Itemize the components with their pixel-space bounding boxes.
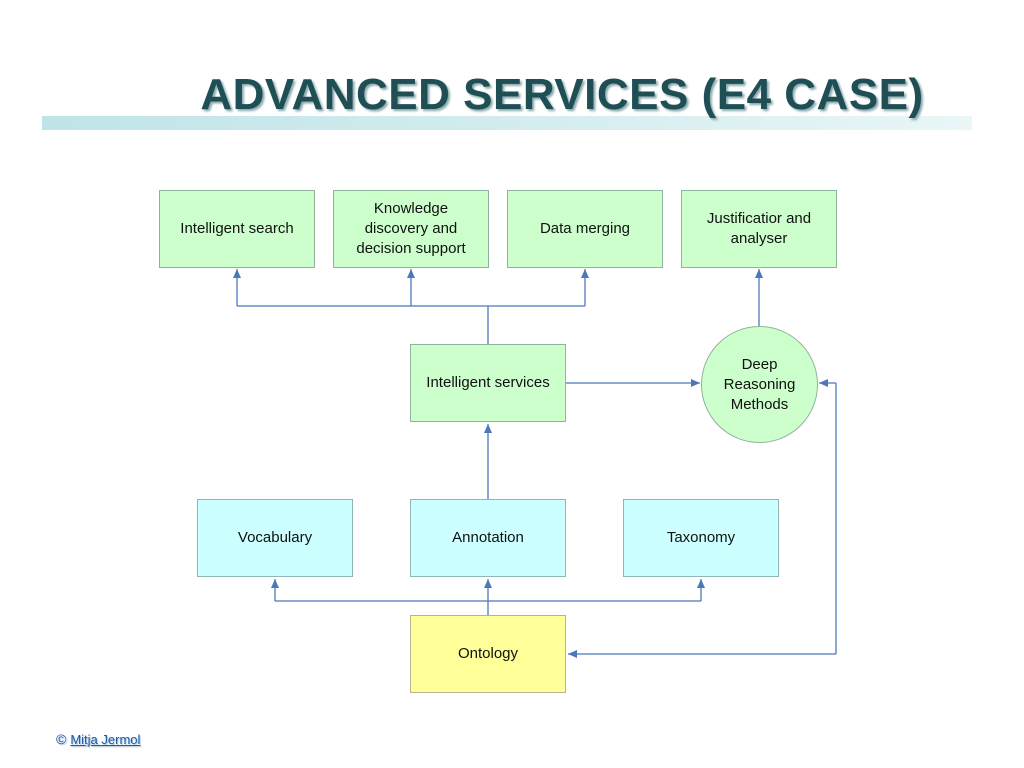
- node-knowledge-discovery-label: Knowledge discovery and decision support: [356, 200, 466, 257]
- slide-title-text: ADVANCED SERVICES (E4 CASE): [200, 70, 924, 119]
- node-vocabulary: Vocabulary: [197, 499, 353, 577]
- node-ontology-label: Ontology: [457, 645, 519, 662]
- node-taxonomy: Taxonomy: [623, 499, 779, 577]
- node-justification: Justificatior and analyser: [681, 190, 837, 268]
- node-annotation-label: Annotation: [452, 529, 524, 546]
- node-intelligent-search: Intelligent search: [159, 190, 315, 268]
- node-intelligent-services-label: Intelligent services: [426, 374, 550, 391]
- node-annotation: Annotation: [410, 499, 566, 577]
- node-intelligent-services: Intelligent services: [410, 344, 566, 422]
- node-data-merging: Data merging: [507, 190, 663, 268]
- node-ontology: Ontology: [410, 615, 566, 693]
- node-data-merging-label: Data merging: [539, 220, 631, 237]
- node-intelligent-search-label: Intelligent search: [180, 220, 294, 237]
- footer-credit: ©Mitja Jermol: [56, 731, 140, 747]
- node-deep-reasoning-label: Deep Reasoning Methods: [723, 355, 796, 413]
- author-link[interactable]: Mitja Jermol: [70, 732, 141, 747]
- node-vocabulary-label: Vocabulary: [237, 529, 313, 546]
- node-deep-reasoning: Deep Reasoning Methods: [701, 326, 818, 443]
- title-underline-bar: [42, 116, 972, 130]
- node-taxonomy-label: Taxonomy: [666, 529, 736, 546]
- node-justification-label: Justificatior and analyser: [706, 210, 812, 247]
- copyright-symbol: ©: [56, 731, 67, 747]
- slide-title: ADVANCED SERVICES (E4 CASE): [0, 70, 1024, 120]
- node-knowledge-discovery: Knowledge discovery and decision support: [333, 190, 489, 268]
